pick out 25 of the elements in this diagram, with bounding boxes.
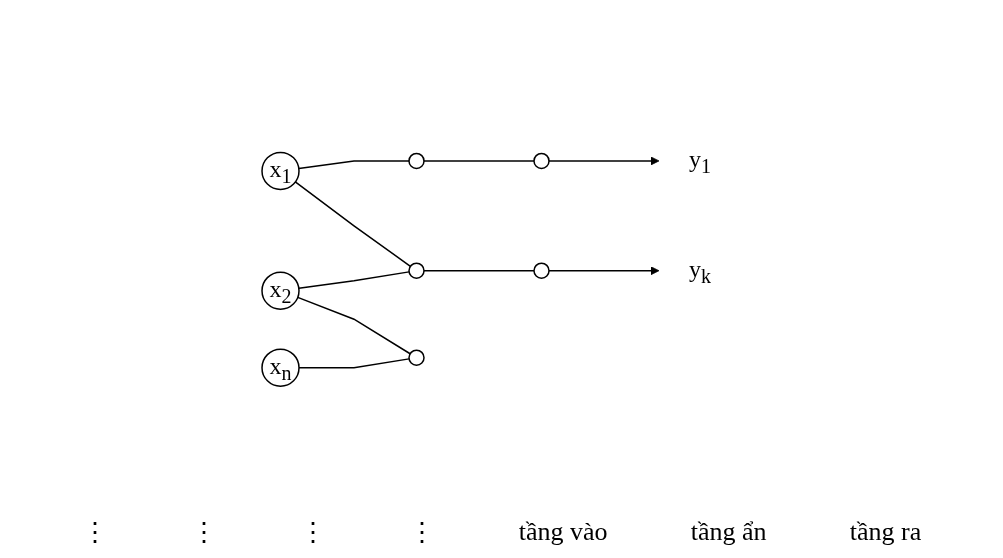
layer-label: ⋮ — [300, 517, 327, 548]
layer-label: ⋮ — [409, 517, 436, 548]
layer-label: tầng ra — [849, 517, 922, 548]
connector — [423, 159, 535, 162]
layer-label: tầng vào — [518, 517, 608, 548]
node-text: y$_{1}$ — [689, 145, 711, 177]
node-circle — [408, 152, 425, 169]
arrow — [548, 266, 660, 275]
node-text: y$_{k}$ — [689, 255, 711, 287]
node-circle — [533, 152, 550, 169]
layer-label: ⋮ — [81, 517, 108, 548]
node-circle: x$_{2}$ — [261, 271, 300, 310]
connector — [423, 269, 535, 272]
node-circle — [408, 262, 425, 279]
node-circle: x$_{1}$ — [261, 151, 300, 190]
connector — [298, 159, 410, 169]
arrow — [548, 156, 660, 165]
connector — [294, 180, 412, 267]
connector — [297, 296, 411, 355]
connector — [298, 270, 410, 289]
node-circle — [533, 262, 550, 279]
node-circle: x$_{n}$ — [261, 348, 300, 387]
layer-label: ⋮ — [190, 517, 217, 548]
node-circle — [408, 349, 425, 366]
layer-label: tầng ẩn — [690, 517, 767, 548]
